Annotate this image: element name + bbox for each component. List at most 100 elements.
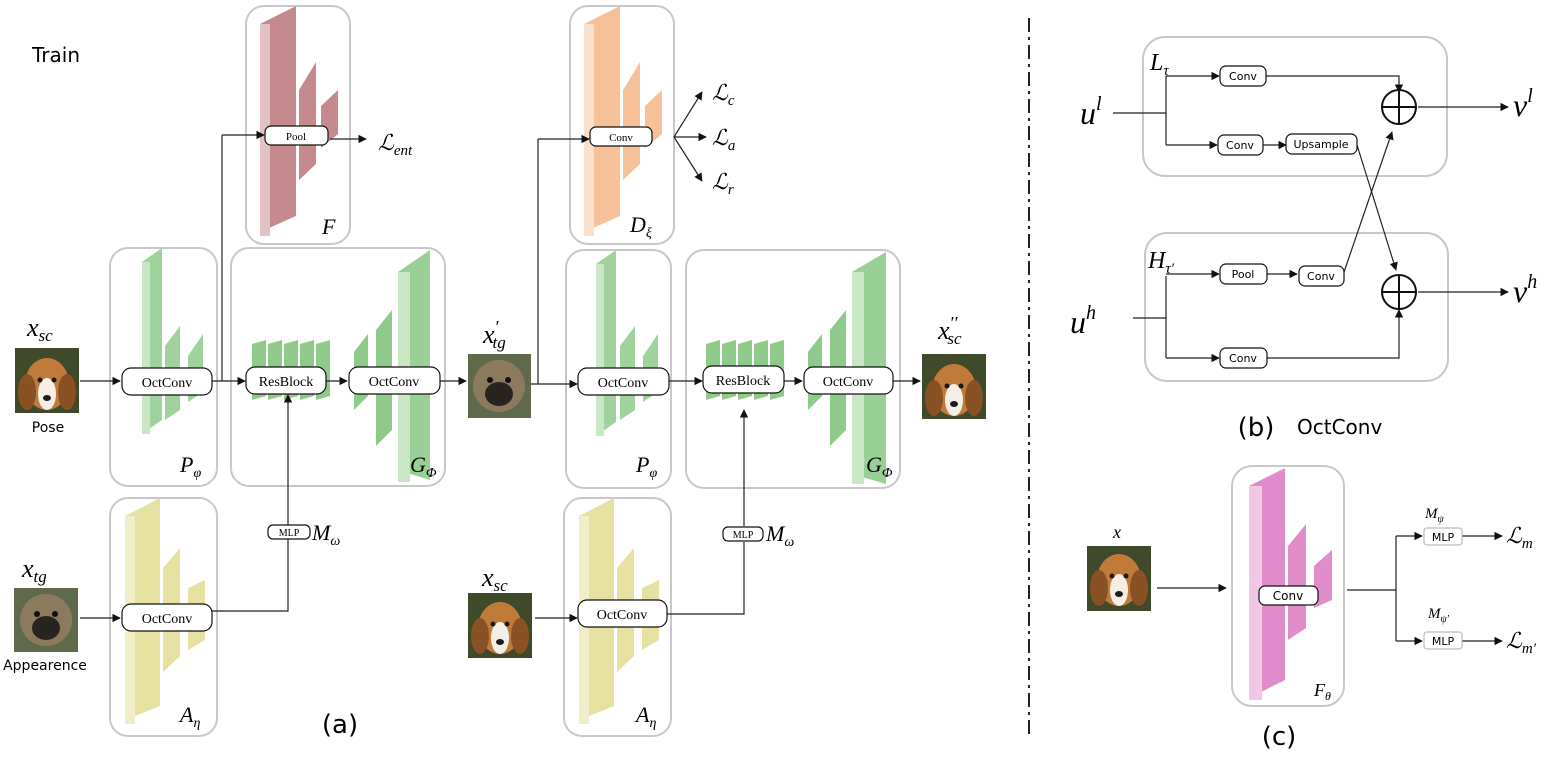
pose-encoder-layers <box>142 248 203 434</box>
F-classifier-layers <box>260 6 338 236</box>
label-M-psi-prime: Mψ′ <box>1427 606 1450 625</box>
b-upsample: Upsample <box>1285 133 1358 155</box>
svg-text:OctConv: OctConv <box>142 376 193 391</box>
svg-text:Conv: Conv <box>1226 139 1254 152</box>
caption-a: (a) <box>322 710 358 740</box>
label-x-sc-double-prime: x′′sc <box>937 313 962 348</box>
discriminator-layers <box>584 6 662 236</box>
pose-encoder-layers-2 <box>596 250 658 436</box>
octconv-high-box <box>1144 232 1449 382</box>
label-D-xi: Dξ <box>629 212 652 241</box>
label-L-tau: Lτ <box>1149 50 1169 79</box>
label-x-sc: xsc <box>26 313 53 345</box>
label-F: F <box>321 214 336 239</box>
F-theta-layers <box>1249 468 1332 700</box>
label-x-tg: xtg <box>21 554 47 586</box>
caption-c: (c) <box>1262 722 1297 752</box>
mlp-block-2: MLP <box>722 526 764 542</box>
b-conv-low: Conv <box>1219 65 1267 87</box>
svg-text:MLP: MLP <box>279 528 300 539</box>
svg-text:MLP: MLP <box>733 530 754 541</box>
c-input-beagle <box>1087 546 1151 611</box>
svg-text:OctConv: OctConv <box>142 612 193 627</box>
svg-text:Conv: Conv <box>1273 589 1303 603</box>
mlp-block: MLP <box>267 524 311 540</box>
b-conv-high-1: Conv <box>1298 265 1345 287</box>
label-A-eta: Aη <box>178 702 200 731</box>
svg-text:ResBlock: ResBlock <box>259 375 313 390</box>
label-M-psi: Mψ <box>1424 506 1445 525</box>
appearance-encoder-box <box>109 497 218 737</box>
svg-text:Upsample: Upsample <box>1293 138 1348 151</box>
loss-L-m-prime: ℒm′ <box>1506 628 1537 657</box>
label-P-phi-2: Pφ <box>635 452 657 481</box>
label-v-h: vh <box>1513 271 1537 309</box>
generated-image-pug <box>468 354 531 418</box>
appearance-encoder-box-2 <box>563 497 672 737</box>
svg-text:ResBlock: ResBlock <box>716 374 770 389</box>
label-H-tau-prime: Hτ′ <box>1147 248 1175 277</box>
caption-b: (b) <box>1238 413 1275 443</box>
reconstructed-image-beagle <box>922 354 986 419</box>
discriminator-box <box>569 5 675 245</box>
label-x-sc-2: xsc <box>481 563 508 595</box>
svg-text:MLP: MLP <box>1432 635 1455 648</box>
c-conv-block: Conv <box>1258 585 1319 606</box>
svg-text:OctConv: OctConv <box>597 608 648 623</box>
loss-L-a: ℒa <box>712 125 735 154</box>
sum-node-low <box>1381 89 1417 125</box>
octconv-block-pose-2: OctConv <box>577 367 670 396</box>
label-F-theta: Fθ <box>1313 680 1331 703</box>
resblock-block: ResBlock <box>245 366 327 395</box>
caption-b-title: OctConv <box>1297 415 1382 439</box>
svg-text:OctConv: OctConv <box>369 375 420 390</box>
loss-L-c: ℒc <box>712 80 735 109</box>
svg-text:OctConv: OctConv <box>823 375 874 390</box>
appearance-image-pug <box>14 588 78 652</box>
pose-encoder-box <box>109 247 218 487</box>
svg-text:Pool: Pool <box>286 131 306 143</box>
generator-box <box>230 247 446 487</box>
label-G-Phi-2: GΦ <box>866 452 893 481</box>
octconv-block-generator: OctConv <box>348 366 441 395</box>
generator-layers <box>252 250 430 482</box>
label-M-omega-2: Mω <box>765 521 794 550</box>
train-label: Train <box>31 43 80 67</box>
svg-text:Pool: Pool <box>1232 268 1255 281</box>
F-theta-box <box>1231 465 1345 707</box>
b-conv-low-2: Conv <box>1217 134 1264 156</box>
F-classifier-box <box>245 5 351 245</box>
octconv-block-appearance-2: OctConv <box>577 599 668 628</box>
resblock-block-2: ResBlock <box>702 365 785 394</box>
pool-block: Pool <box>264 125 329 146</box>
loss-L-r: ℒr <box>712 169 734 198</box>
label-u-l: ul <box>1080 93 1102 131</box>
octconv-block-pose: OctConv <box>121 367 213 396</box>
b-pool: Pool <box>1219 263 1268 285</box>
octconv-block-generator-2: OctConv <box>803 366 894 395</box>
label-P-phi: Pφ <box>179 452 201 481</box>
b-conv-high-2: Conv <box>1219 347 1268 369</box>
label-G-Phi: GΦ <box>410 452 437 481</box>
conv-block-discriminator: Conv <box>589 126 653 147</box>
pose-encoder-box-2 <box>565 249 672 489</box>
label-v-l: vl <box>1513 85 1533 123</box>
generator-box-2 <box>685 249 901 489</box>
octconv-block-appearance: OctConv <box>121 603 213 632</box>
svg-text:MLP: MLP <box>1432 531 1455 544</box>
svg-text:Conv: Conv <box>1229 352 1257 365</box>
sum-node-high <box>1381 274 1417 310</box>
label-A-eta-2: Aη <box>634 702 656 731</box>
svg-text:OctConv: OctConv <box>598 376 649 391</box>
c-label-x: x <box>1112 522 1121 542</box>
loss-L-ent: ℒent <box>378 130 413 159</box>
svg-text:Conv: Conv <box>1307 270 1335 283</box>
c-mlp-block-1: MLP <box>1423 527 1463 546</box>
appearance-caption: Appearence <box>3 658 87 674</box>
svg-text:Conv: Conv <box>609 132 633 144</box>
label-x-tg-prime: x′tg <box>482 317 506 352</box>
label-M-omega: Mω <box>311 520 340 549</box>
label-u-h: uh <box>1070 302 1096 340</box>
source-image-beagle-2 <box>468 593 532 658</box>
